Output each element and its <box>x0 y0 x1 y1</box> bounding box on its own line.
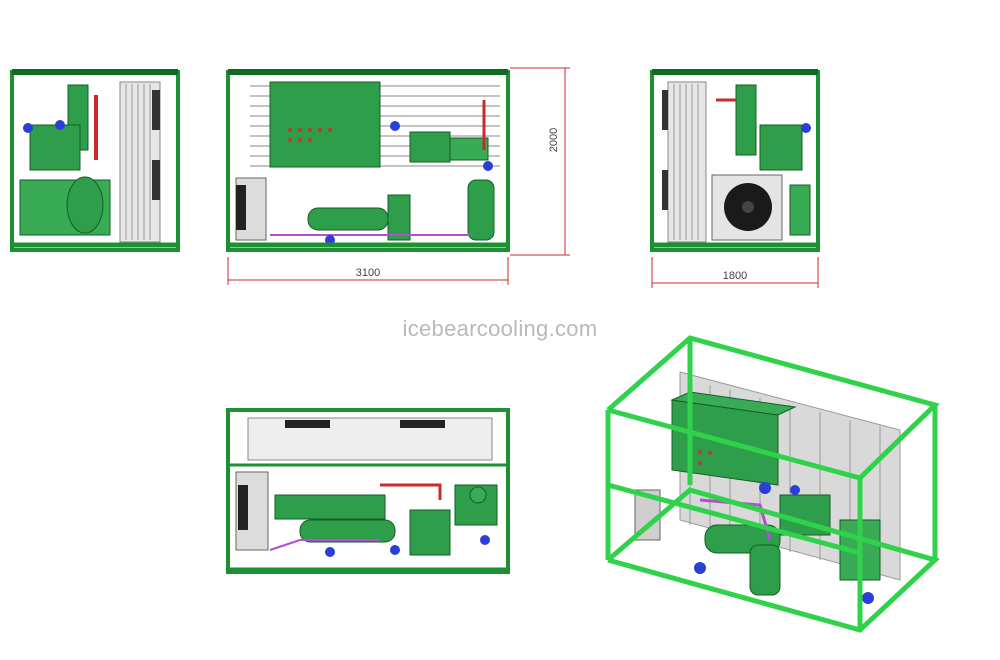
compressor <box>409 509 451 556</box>
width-label: 1800 <box>723 270 747 282</box>
length-label: 3100 <box>356 267 380 279</box>
isometric-view <box>605 335 940 633</box>
liquid-receiver <box>749 544 781 596</box>
liquid-receiver <box>467 179 495 241</box>
oil-separator <box>307 207 389 231</box>
top-view <box>226 408 510 574</box>
oil-separator <box>274 494 386 520</box>
isometric-frame <box>605 335 940 633</box>
length-dimension: 3100 <box>227 257 509 285</box>
right-side-view <box>650 69 820 252</box>
control-box <box>735 84 757 156</box>
condenser-top <box>247 417 493 461</box>
compressor <box>409 131 451 163</box>
compressor <box>759 124 803 171</box>
width-dimension: 1800 <box>651 257 819 288</box>
left-side-view <box>10 69 180 252</box>
front-view <box>226 69 510 252</box>
electrical-cabinet <box>269 81 381 168</box>
height-dimension: 2000 <box>510 67 570 256</box>
watermark: icebearcooling.com <box>403 316 598 341</box>
height-label: 2000 <box>548 128 560 152</box>
valve-icon <box>23 123 33 133</box>
compressor <box>29 124 81 171</box>
